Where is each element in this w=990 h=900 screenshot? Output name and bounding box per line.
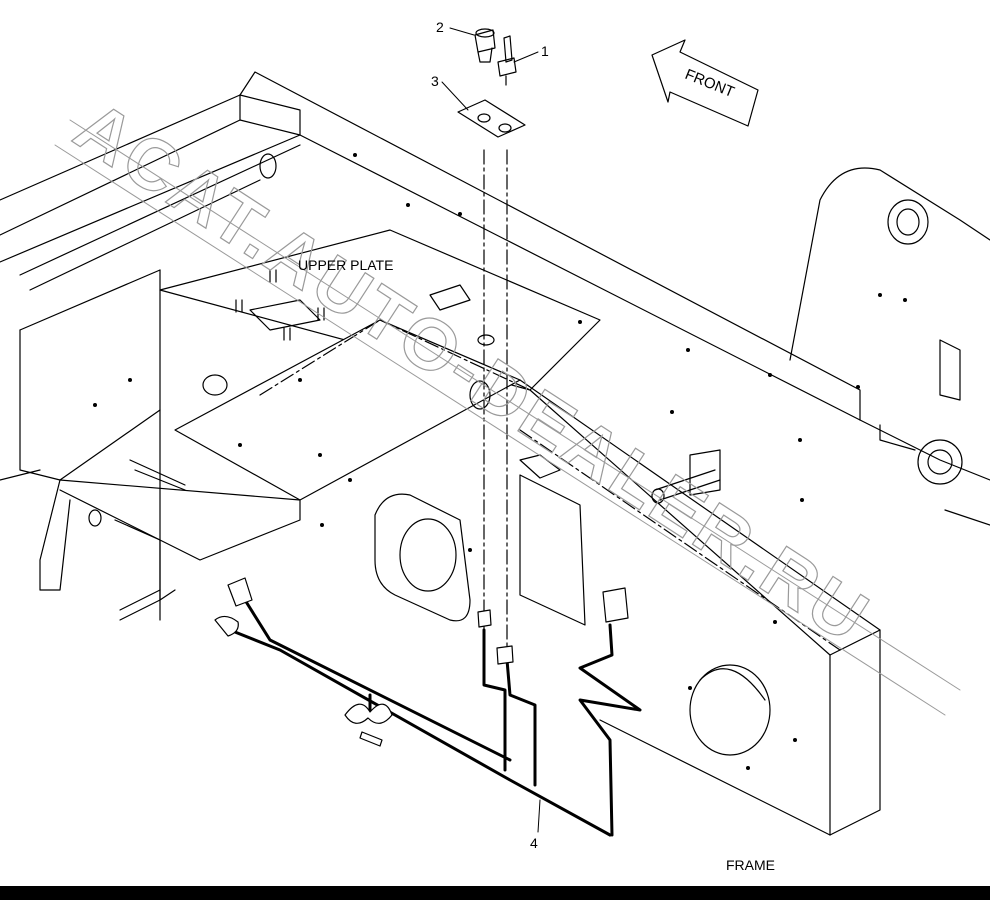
box-cutouts: [374, 474, 771, 756]
frame-label: FRAME: [726, 857, 775, 873]
callout-4: 4: [530, 835, 538, 851]
item-2-sensor: [474, 28, 496, 63]
harness-connectors: [214, 577, 629, 747]
left-rail: [0, 94, 301, 291]
item-1-switch: [497, 35, 517, 86]
bottom-border-bar: [0, 886, 990, 900]
right-bracket: [789, 167, 990, 526]
callout-leaders: [441, 27, 541, 833]
upper-plate-label: UPPER PLATE: [298, 257, 394, 273]
frame-main-body: [0, 71, 861, 621]
front-arrow: [651, 39, 759, 127]
main-box: [159, 379, 881, 836]
hinge-pin: [519, 449, 721, 504]
mounting-holes: [93, 153, 907, 770]
watermark-band: [54, 119, 961, 716]
plate-studs: [235, 269, 325, 341]
callout-1: 1: [541, 43, 549, 59]
item-4-wiring-harness: [228, 598, 642, 837]
watermark-text: ACAT.AUTO-DEALER.RU: [61, 86, 884, 659]
step-plate: [39, 319, 521, 601]
callout-2: 2: [436, 19, 444, 35]
item-3-bracket-plate: [457, 99, 526, 138]
callout-3: 3: [431, 73, 439, 89]
